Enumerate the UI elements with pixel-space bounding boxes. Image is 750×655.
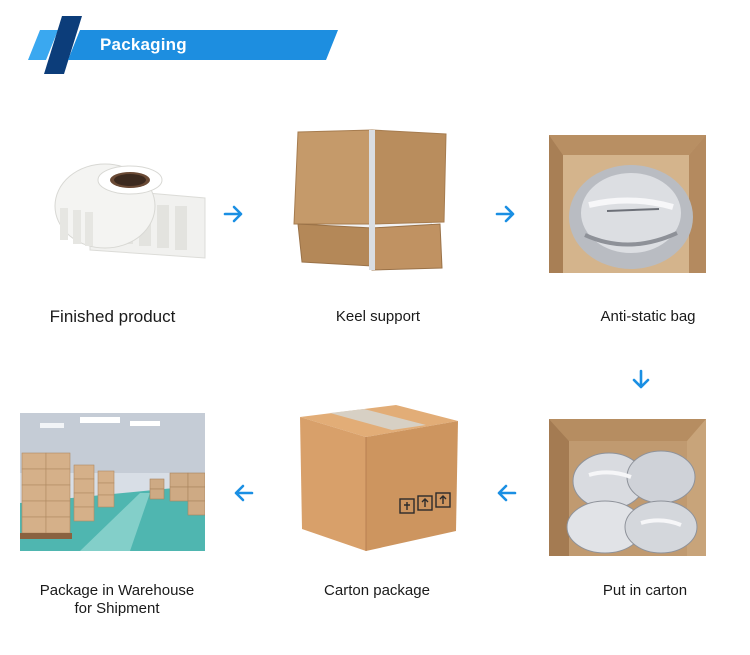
arrow-left-icon: [234, 484, 254, 502]
step-label: Keel support: [335, 308, 421, 325]
label-roll-image: [45, 158, 210, 273]
banner-shape: [28, 16, 338, 74]
step-label-line2: for Shipment: [74, 600, 160, 617]
arrow-right-icon: [223, 205, 243, 223]
step-label: Finished product: [49, 307, 176, 326]
cardboard-box-image: [290, 128, 448, 273]
warehouse-image: [20, 413, 205, 551]
carton-with-bags-image: [549, 419, 706, 556]
step-label-line1: Package in Warehouse: [39, 582, 195, 599]
silver-bag-image: [549, 135, 706, 273]
step-label: Carton package: [324, 582, 430, 599]
arrow-right-icon: [495, 205, 515, 223]
sealed-carton-image: [296, 403, 461, 553]
page-title: Packaging: [100, 35, 187, 54]
step-label: Anti-static bag: [600, 308, 696, 325]
step-label: Put in carton: [602, 582, 688, 599]
arrow-left-icon: [497, 484, 517, 502]
arrow-down-icon: [632, 369, 650, 389]
section-header: Packaging: [18, 16, 348, 74]
